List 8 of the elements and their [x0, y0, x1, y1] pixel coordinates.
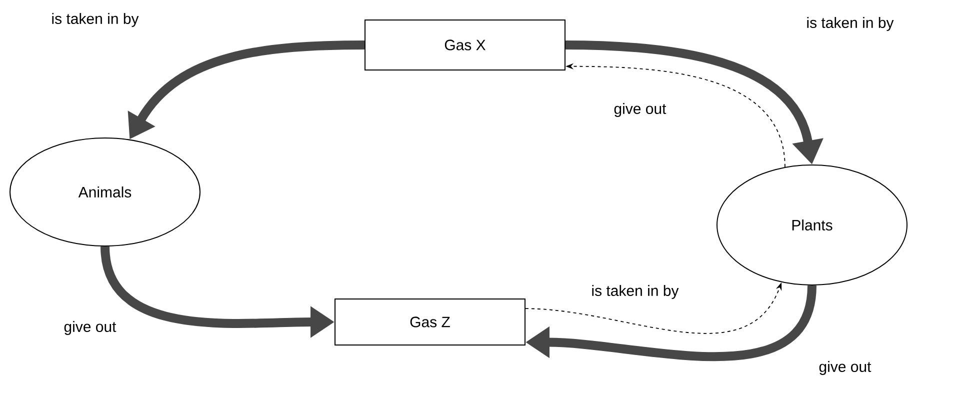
edge-label: give out	[612, 102, 668, 118]
gas-box: Gas X	[364, 20, 566, 70]
edge-label: is taken in by	[805, 16, 895, 32]
edge-label: is taken in by	[590, 284, 680, 300]
edge-label: is taken in by	[50, 12, 140, 28]
edge-label: give out	[818, 360, 872, 376]
edge-label: give out	[62, 320, 118, 336]
gas-box: Gas Z	[334, 298, 526, 346]
